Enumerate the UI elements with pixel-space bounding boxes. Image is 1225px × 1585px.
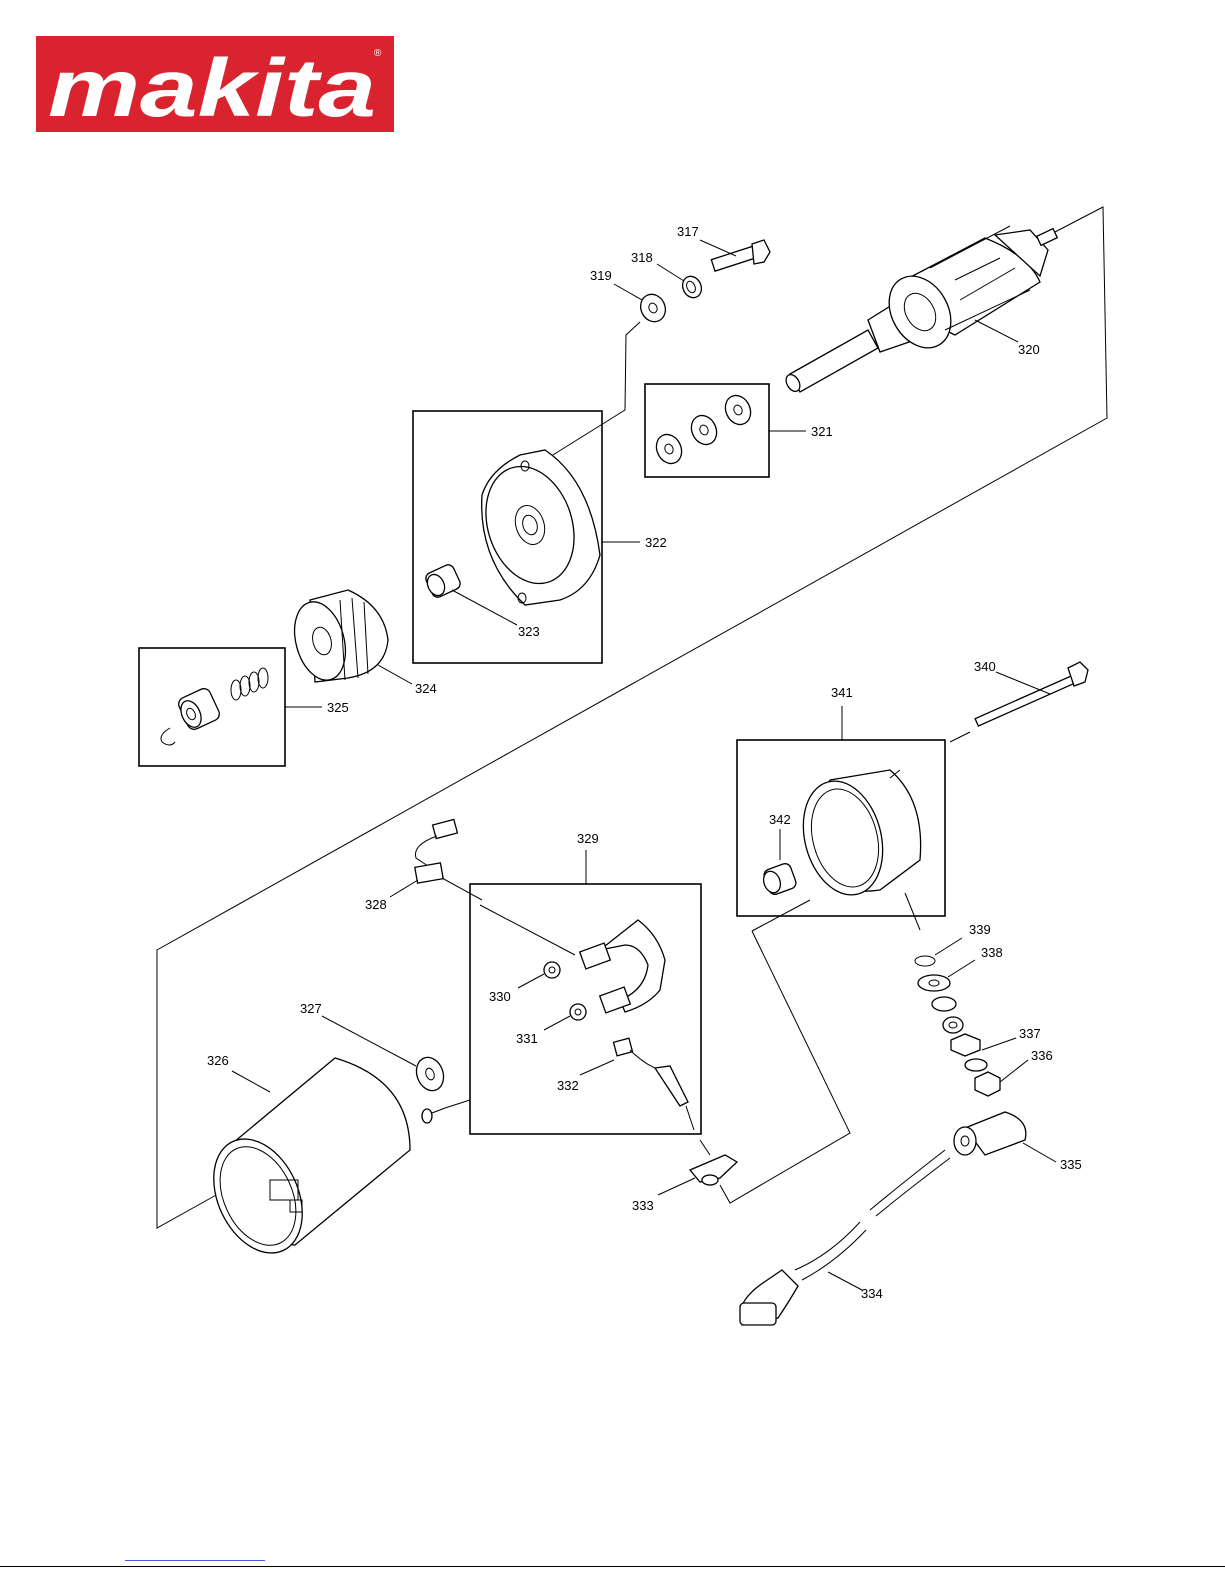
part-332-brush-lead	[580, 1038, 694, 1130]
callout-320: 320	[1018, 342, 1040, 357]
callout-323: 323	[518, 624, 540, 639]
callout-334: 334	[861, 1286, 883, 1301]
callout-333: 333	[632, 1198, 654, 1213]
callout-336: 336	[1031, 1048, 1053, 1063]
part-331-brush-spring	[544, 1004, 586, 1030]
part-318-lock-washer	[657, 264, 705, 301]
callout-328: 328	[365, 897, 387, 912]
callout-331: 331	[516, 1031, 538, 1046]
callout-329: 329	[577, 831, 599, 846]
callout-341: 341	[831, 685, 853, 700]
callout-319: 319	[590, 268, 612, 283]
part-320-armature	[783, 226, 1057, 394]
callout-322: 322	[645, 535, 667, 550]
callout-338: 338	[981, 945, 1003, 960]
callout-337: 337	[1019, 1026, 1041, 1041]
part-333-insulator	[658, 1140, 737, 1195]
footer-divider	[0, 1566, 1225, 1567]
footer-link-underline[interactable]	[125, 1560, 265, 1561]
part-340-through-bolt	[950, 662, 1088, 742]
part-330-brush-spring	[518, 962, 560, 988]
assembly-line-upper	[157, 207, 1107, 1228]
part-325-spring-set	[139, 648, 322, 766]
part-327-screw	[422, 1100, 470, 1123]
callout-327: 327	[300, 1001, 322, 1016]
part-339-o-ring	[915, 938, 962, 966]
callout-339: 339	[969, 922, 991, 937]
part-342-bushing	[761, 829, 798, 896]
part-317-bolt	[700, 240, 770, 271]
part-319-washer	[548, 284, 670, 458]
part-337-nut	[951, 1034, 1016, 1071]
part-338-washer-stack	[918, 960, 975, 1033]
part-334-cable	[740, 1150, 950, 1325]
callout-321: 321	[811, 424, 833, 439]
callout-342: 342	[769, 812, 791, 827]
callout-325: 325	[327, 700, 349, 715]
callout-332: 332	[557, 1078, 579, 1093]
callout-317: 317	[677, 224, 699, 239]
part-328-brush	[390, 819, 482, 900]
callout-318: 318	[631, 250, 653, 265]
callout-330: 330	[489, 989, 511, 1004]
part-335-terminal-cap	[954, 1112, 1056, 1162]
part-324-pinion-drive	[286, 590, 412, 686]
callout-335: 335	[1060, 1157, 1082, 1172]
part-321-washer-set	[645, 384, 806, 477]
callout-326: 326	[207, 1053, 229, 1068]
assembly-line-lower	[720, 931, 850, 1203]
callout-340: 340	[974, 659, 996, 674]
part-326-motor-yoke	[196, 1058, 410, 1267]
callout-324: 324	[415, 681, 437, 696]
